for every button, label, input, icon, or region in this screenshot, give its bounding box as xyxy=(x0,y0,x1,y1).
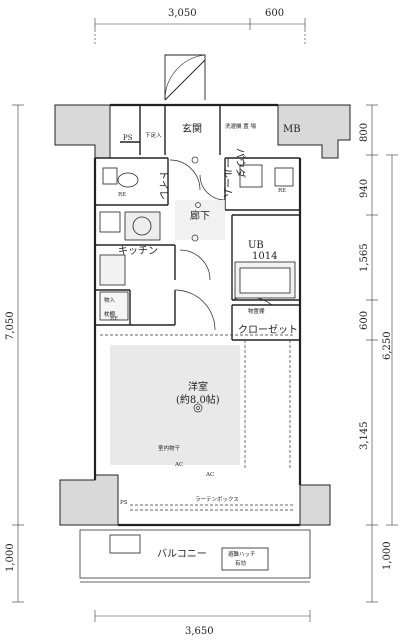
ac-label-1: AC xyxy=(174,462,183,468)
dim-right-toilet: 940 xyxy=(359,179,370,198)
balcony-note-label-1: 避難ハッチ xyxy=(228,550,256,558)
dim-bottom: 3,650 xyxy=(185,626,214,637)
fixtures xyxy=(79,164,311,583)
shelf-label: 枕棚 xyxy=(104,310,116,318)
powder-room-label-1: パウダ xyxy=(234,148,247,178)
re-label-3: RE xyxy=(278,188,286,194)
washer-label: 洗濯機 置 場 xyxy=(225,122,256,130)
ac-label-2: AC xyxy=(205,472,214,478)
dimension-lines xyxy=(12,18,398,622)
dim-top-right: 600 xyxy=(265,8,284,19)
ps-bottom-label: PS xyxy=(120,500,128,506)
entrance-door xyxy=(164,54,206,101)
indoor-clothes-label: 室内物干 xyxy=(158,444,181,452)
dim-right-ub: 1,565 xyxy=(359,243,370,272)
storage-label: 物入 xyxy=(104,296,116,304)
balcony-note-label-2: 有効 xyxy=(235,559,247,567)
closet-label: クローゼット xyxy=(238,324,298,336)
corridor-label: 廊下 xyxy=(190,209,210,222)
mb-label: MB xyxy=(283,124,301,135)
dashed-lines xyxy=(100,334,295,511)
western-room-label: 洋室 xyxy=(188,380,208,393)
dim-left-balcony: 1,000 xyxy=(5,543,16,572)
western-room-size-label: (約8.0帖) xyxy=(176,393,220,406)
shoe-box-label: 下足入 xyxy=(145,132,162,139)
re-label-1: RE xyxy=(118,192,126,198)
toilet-label: トイレ xyxy=(157,170,168,200)
interior-walls xyxy=(95,105,300,341)
dim-top-left: 3,050 xyxy=(168,8,197,19)
ub-size-label: 1014 xyxy=(252,251,277,262)
balcony-label: バルコニー xyxy=(157,548,207,560)
dim-right-mb: 800 xyxy=(359,123,370,142)
ceiling-light-symbols xyxy=(191,156,203,413)
dim-left-total: 7,050 xyxy=(5,311,16,340)
ub-label: UB xyxy=(248,240,264,251)
re-label-2: RE xyxy=(110,316,118,322)
dim-right-closet: 600 xyxy=(359,311,370,330)
ps-top-label: PS xyxy=(123,134,133,142)
dim-right-balcony: 1,000 xyxy=(382,541,393,570)
western-room-shade xyxy=(110,345,240,465)
exterior-walls xyxy=(93,103,302,527)
powder-room-label-2: ールーム xyxy=(221,158,233,198)
dim-right-total: 6,250 xyxy=(382,331,393,360)
dim-right-room: 3,145 xyxy=(359,421,370,450)
curtain-box-label: ラーテンボックス xyxy=(195,495,239,503)
kitchen-label: キッチン xyxy=(118,245,158,257)
storage-cabinet-label: 物置棚 xyxy=(248,307,265,315)
entrance-label: 玄関 xyxy=(182,122,202,135)
